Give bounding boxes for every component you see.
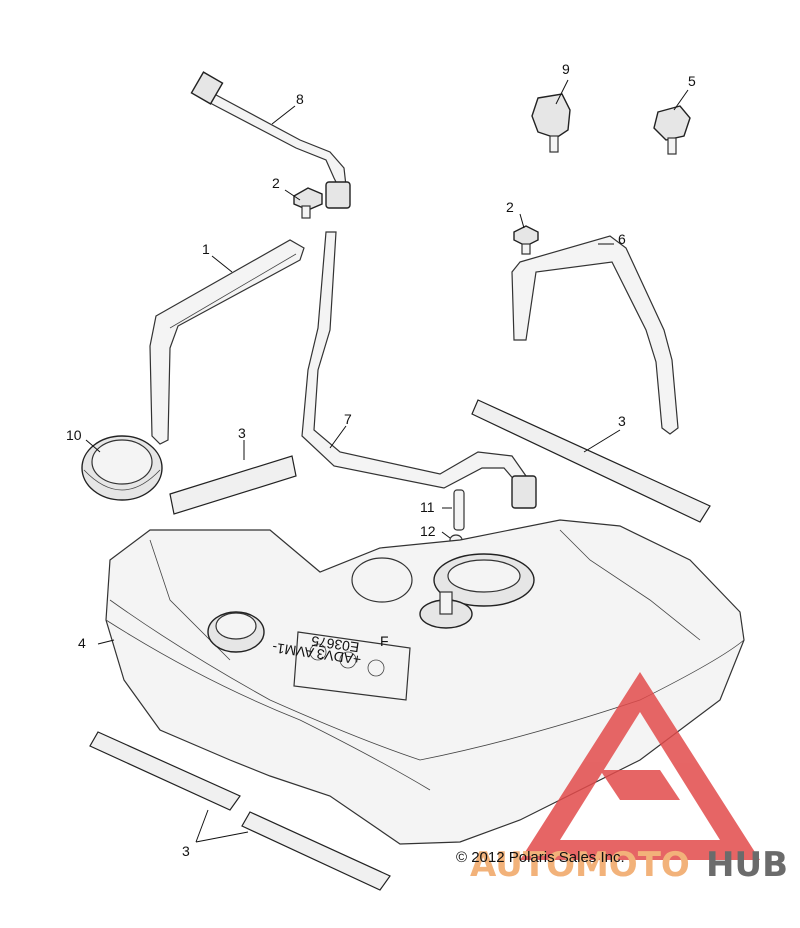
tank-label-mark: F [380, 633, 389, 649]
callout-6: 6 [618, 231, 626, 247]
callout-1: 1 [202, 241, 210, 257]
callout-10: 10 [66, 427, 82, 443]
tube-part-11 [453, 489, 465, 531]
clip-part-5 [653, 105, 691, 155]
strap-part-6 [511, 235, 679, 435]
pad-part-3-right [471, 399, 711, 523]
strap-part-1 [149, 239, 305, 445]
callout-7: 7 [344, 411, 352, 427]
callout-2-left: 2 [272, 175, 280, 191]
callout-2-right: 2 [506, 199, 514, 215]
callout-3-bottom: 3 [182, 843, 190, 859]
vent-hose-part-8 [190, 71, 351, 209]
watermark-word-hub: HUB [706, 845, 788, 885]
bolt-part-2-right [513, 225, 539, 255]
tank-label-code: E03675 [310, 633, 360, 656]
watermark-word-automoto: AUTOMOTO [470, 845, 690, 885]
callout-11: 11 [420, 499, 435, 515]
callout-9: 9 [562, 61, 570, 77]
callout-8: 8 [296, 91, 304, 107]
leader-lines [85, 79, 689, 843]
callout-5: 5 [688, 73, 696, 89]
callout-3-center: 3 [238, 425, 246, 441]
clip-part-9 [531, 93, 571, 153]
callout-12: 12 [420, 523, 436, 539]
pad-part-3-bottom-left [89, 731, 241, 811]
fuel-cap-part-10 [81, 435, 163, 501]
pad-part-3-center [169, 455, 297, 515]
watermark-triangle-logo [520, 672, 760, 860]
bolt-part-2-left [293, 187, 323, 219]
callout-3-right: 3 [618, 413, 626, 429]
copyright-notice: © 2012 Polaris Sales Inc. [456, 849, 625, 866]
automotohub-watermark [520, 672, 760, 860]
callout-4: 4 [78, 635, 86, 651]
watermark-a-letter [600, 770, 680, 800]
fuel-line-part-7 [301, 231, 537, 509]
pad-part-3-bottom-right [241, 811, 391, 891]
